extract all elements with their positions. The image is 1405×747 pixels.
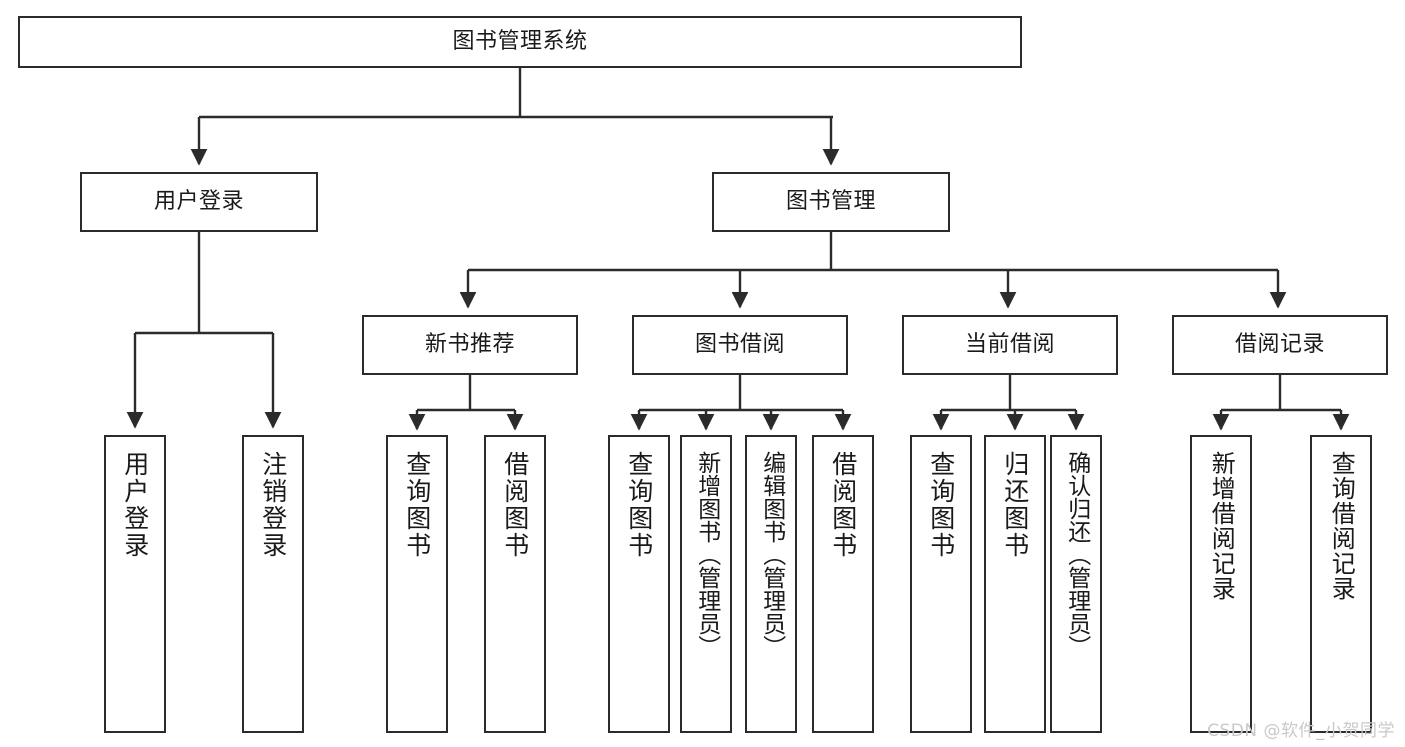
leaf-return-book-label: 归还图书 — [1000, 451, 1030, 559]
node-book-borrow[interactable]: 图书借阅 — [632, 315, 848, 375]
leaf-add-book[interactable]: 新增图书（管理员） — [680, 435, 732, 733]
leaf-query-book-2-label: 查询图书 — [624, 451, 654, 559]
leaf-borrow-book-2-label: 借阅图书 — [828, 451, 858, 559]
node-user-login-label: 用户登录 — [153, 189, 244, 215]
leaf-logout-login[interactable]: 注销登录 — [242, 435, 304, 733]
leaf-user-login-label: 用户登录 — [120, 451, 150, 559]
leaf-edit-book-label: 编辑图书（管理员） — [758, 451, 785, 658]
node-current-borrow-label: 当前借阅 — [964, 332, 1055, 358]
node-root[interactable]: 图书管理系统 — [18, 16, 1022, 68]
watermark-csdn: CSDN @软件_小贺同学 — [1207, 721, 1395, 741]
leaf-query-book-1[interactable]: 查询图书 — [386, 435, 448, 733]
node-book-manage[interactable]: 图书管理 — [712, 172, 950, 232]
leaf-query-record[interactable]: 查询借阅记录 — [1310, 435, 1372, 733]
leaf-add-record[interactable]: 新增借阅记录 — [1190, 435, 1252, 733]
leaf-edit-book[interactable]: 编辑图书（管理员） — [745, 435, 797, 733]
leaf-query-record-label: 查询借阅记录 — [1327, 451, 1356, 601]
leaf-borrow-book-1[interactable]: 借阅图书 — [484, 435, 546, 733]
node-new-book-recommend-label: 新书推荐 — [424, 332, 515, 358]
node-borrow-record-label: 借阅记录 — [1234, 332, 1325, 358]
node-current-borrow[interactable]: 当前借阅 — [902, 315, 1118, 375]
leaf-user-login[interactable]: 用户登录 — [104, 435, 166, 733]
leaf-borrow-book-1-label: 借阅图书 — [500, 451, 530, 559]
node-new-book-recommend[interactable]: 新书推荐 — [362, 315, 578, 375]
node-user-login[interactable]: 用户登录 — [80, 172, 318, 232]
leaf-confirm-return[interactable]: 确认归还（管理员） — [1050, 435, 1102, 733]
node-root-label: 图书管理系统 — [452, 29, 588, 55]
node-borrow-record[interactable]: 借阅记录 — [1172, 315, 1388, 375]
leaf-query-book-2[interactable]: 查询图书 — [608, 435, 670, 733]
node-book-manage-label: 图书管理 — [785, 189, 876, 215]
leaf-return-book[interactable]: 归还图书 — [984, 435, 1046, 733]
leaf-logout-login-label: 注销登录 — [258, 451, 288, 559]
leaf-query-book-1-label: 查询图书 — [402, 451, 432, 559]
leaf-add-record-label: 新增借阅记录 — [1207, 451, 1236, 601]
leaf-confirm-return-label: 确认归还（管理员） — [1063, 451, 1090, 658]
leaf-add-book-label: 新增图书（管理员） — [693, 451, 720, 658]
node-book-borrow-label: 图书借阅 — [694, 332, 785, 358]
leaf-borrow-book-2[interactable]: 借阅图书 — [812, 435, 874, 733]
leaf-query-book-3[interactable]: 查询图书 — [910, 435, 972, 733]
leaf-query-book-3-label: 查询图书 — [926, 451, 956, 559]
